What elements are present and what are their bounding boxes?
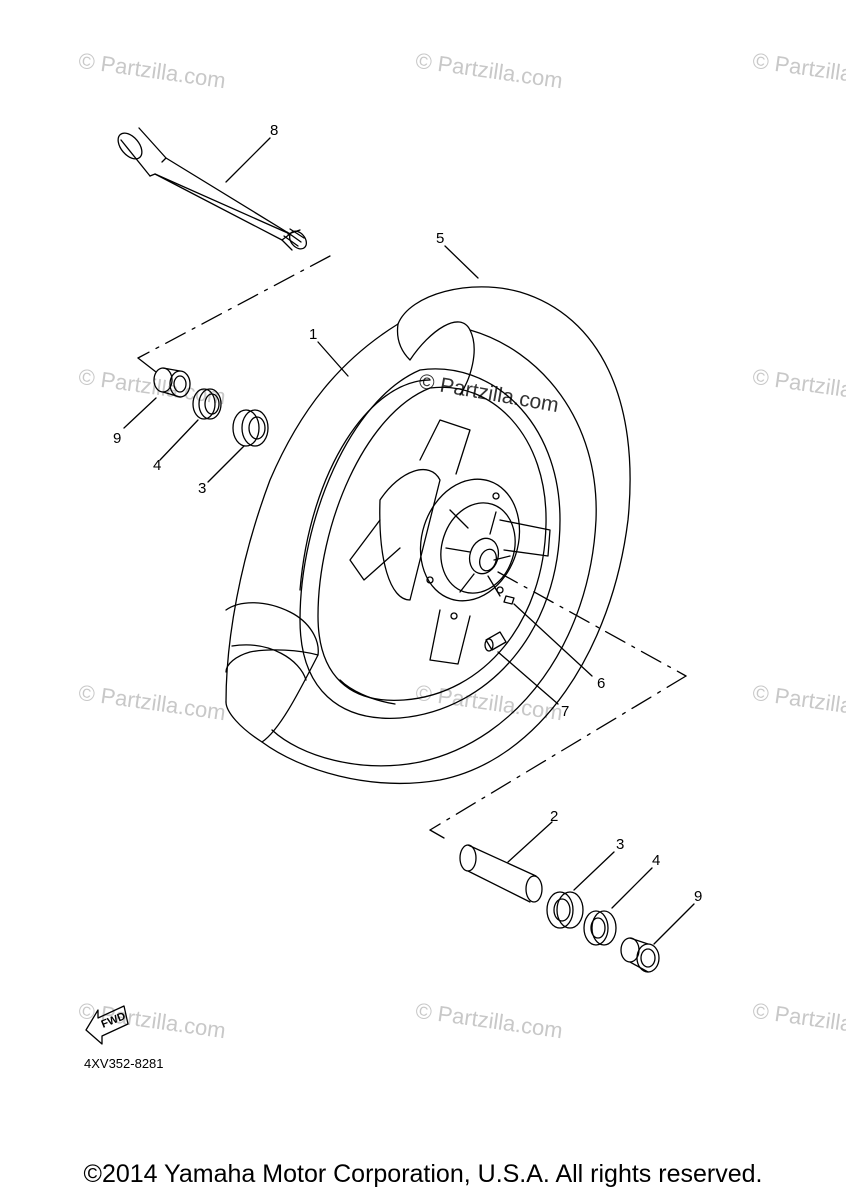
callout-4-left: 4 [153, 457, 162, 474]
leader-lines [123, 137, 695, 945]
spacer [459, 844, 543, 903]
callout-6: 6 [597, 675, 606, 692]
callout-4-right: 4 [652, 852, 661, 869]
tire [225, 286, 631, 784]
callout-5: 5 [436, 230, 445, 247]
callout-8: 8 [270, 122, 279, 139]
callout-3-left: 3 [198, 480, 207, 497]
collar-left [153, 367, 191, 398]
copyright-notice: ©2014 Yamaha Motor Corporation, U.S.A. A… [83, 1160, 763, 1188]
callout-1: 1 [309, 326, 318, 343]
valve-stem [484, 631, 507, 652]
hub-and-spokes [349, 419, 551, 665]
bearing-left [232, 409, 269, 447]
callout-7: 7 [561, 703, 570, 720]
bolt [503, 595, 515, 605]
fwd-arrow-icon [85, 1005, 129, 1045]
axis-lines [137, 255, 687, 839]
callout-2: 2 [550, 808, 559, 825]
callout-3-right: 3 [616, 836, 625, 853]
fwd-label: FWD [100, 1010, 128, 1031]
bearing-right [546, 891, 584, 929]
collar-right [620, 937, 660, 973]
callout-9-left: 9 [113, 430, 122, 447]
diagram-code: 4XV352-8281 [84, 1056, 164, 1071]
oil-seal-left [192, 388, 222, 420]
callout-9-right: 9 [694, 888, 703, 905]
front-axle [117, 127, 308, 251]
oil-seal-right [583, 910, 617, 946]
wheel-rim [299, 368, 561, 719]
